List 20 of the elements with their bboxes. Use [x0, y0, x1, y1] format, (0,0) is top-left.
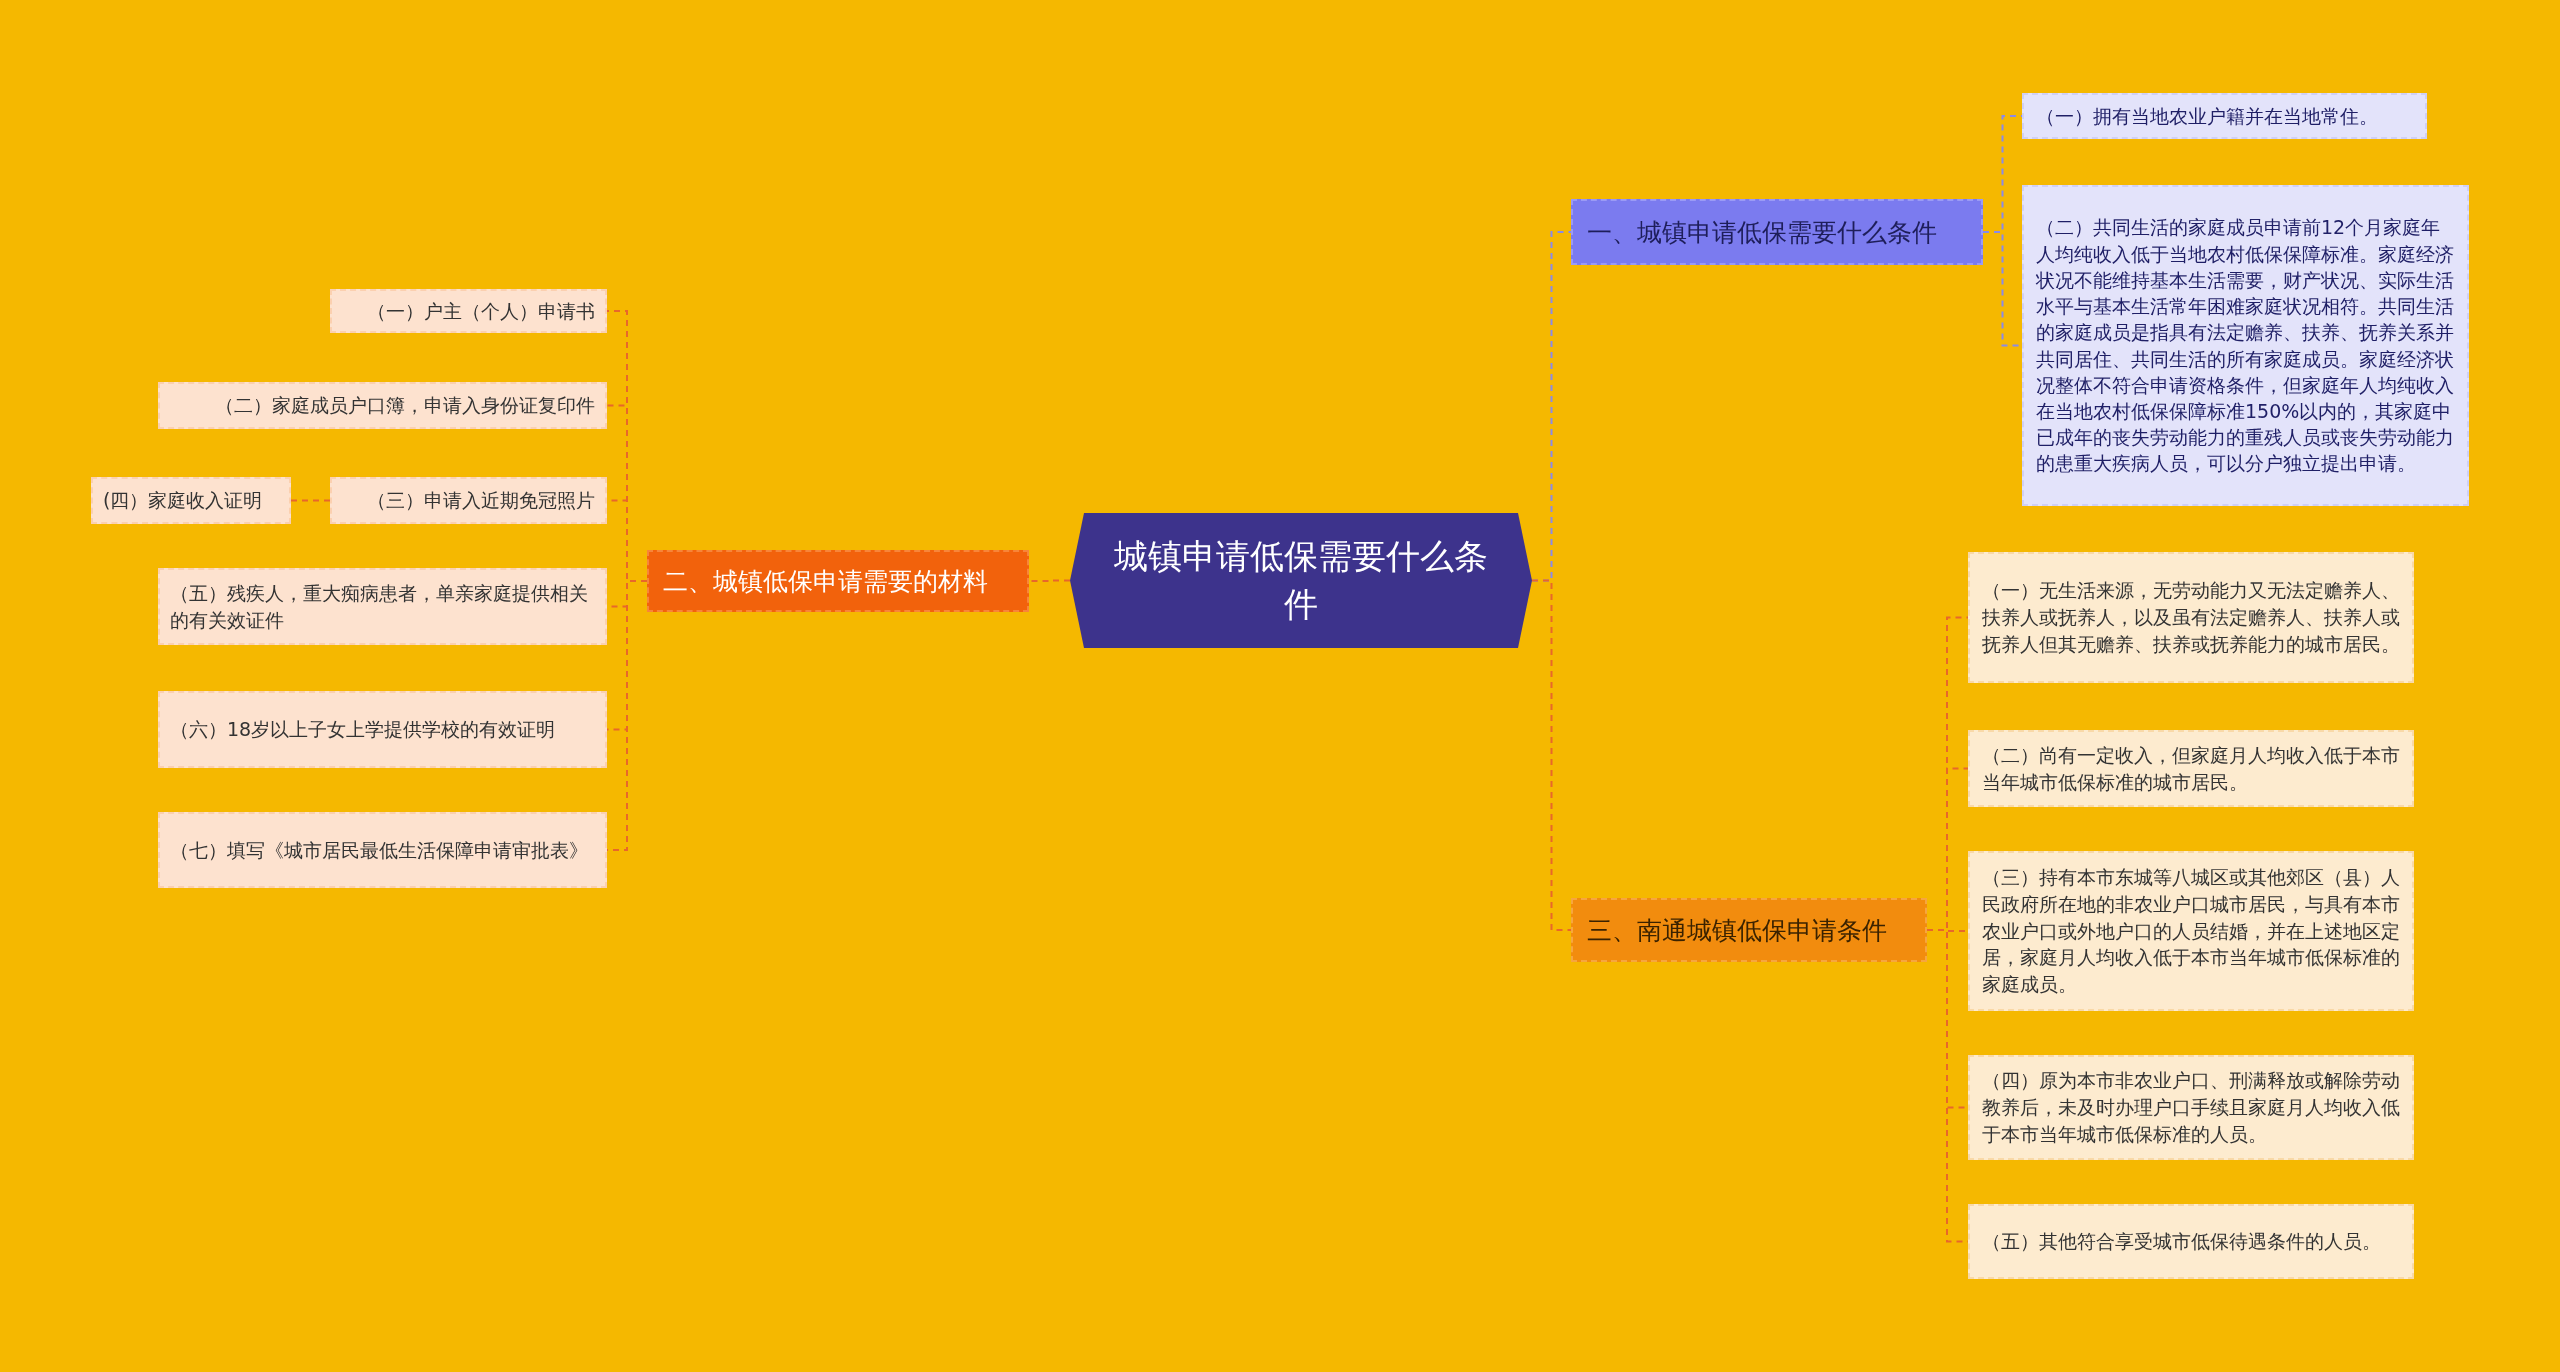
- branch-topic: 二、城镇低保申请需要的材料: [647, 550, 1029, 612]
- leaf-topic: （六）18岁以上子女上学提供学校的有效证明: [158, 691, 607, 768]
- leaf-topic: （二）家庭成员户口簿，申请入身份证复印件: [158, 382, 607, 429]
- branch-topic: 一、城镇申请低保需要什么条件: [1571, 199, 1983, 265]
- leaf-topic: （二）共同生活的家庭成员申请前12个月家庭年人均纯收入低于当地农村低保保障标准。家庭经济状况不能维持基本生活需要，财产状况、实际生活水平与基本生活常年困难家庭状况相符。共同生活的家庭成员是指具有法定赡养、扶养、抚养关系并共同居住、共同生活的所有家庭成员。家庭经济状况整体不符合申请资格条件，但家庭年人均纯收入在当地农村低保保障标准150%以内的，其家庭中已成年的丧失劳动能力的重残人员或丧失劳动能力的患重大疾病人员，可以分户独立提出申请。: [2022, 185, 2469, 506]
- leaf-topic: （一）拥有当地农业户籍并在当地常住。: [2022, 93, 2427, 139]
- leaf-topic: （一）户主（个人）申请书: [330, 289, 607, 333]
- leaf-topic: （五）残疾人，重大痴病患者，单亲家庭提供相关的有关效证件: [158, 568, 607, 645]
- branch-topic: 三、南通城镇低保申请条件: [1571, 898, 1927, 962]
- leaf-topic: （三）持有本市东城等八城区或其他郊区（县）人民政府所在地的非农业户口城市居民，与具有本市农业户口或外地户口的人员结婚，并在上述地区定居，家庭月人均收入低于本市当年城市低保标准的家庭成员。: [1968, 851, 2414, 1011]
- leaf-topic: （五）其他符合享受城市低保待遇条件的人员。: [1968, 1204, 2414, 1279]
- connector: [1531, 579, 1572, 931]
- leaf-topic: （一）无生活来源，无劳动能力又无法定赡养人、扶养人或抚养人，以及虽有法定赡养人、扶养人或抚养人但其无赡养、扶养或抚养能力的城市居民。: [1968, 552, 2414, 683]
- central-topic: 城镇申请低保需要什么条件: [1070, 513, 1532, 648]
- leaf-topic: （三）申请入近期免冠照片: [330, 477, 607, 524]
- leaf-topic: （七）填写《城市居民最低生活保障申请审批表》: [158, 812, 607, 888]
- leaf-topic: （四）原为本市非农业户口、刑满释放或解除劳动教养后，未及时办理户口手续且家庭月人均收入低于本市当年城市低保标准的人员。: [1968, 1055, 2414, 1160]
- leaf-topic: (四）家庭收入证明: [91, 477, 291, 524]
- connector: [290, 499, 331, 502]
- leaf-topic: （二）尚有一定收入，但家庭月人均收入低于本市当年城市低保标准的城市居民。: [1968, 730, 2414, 807]
